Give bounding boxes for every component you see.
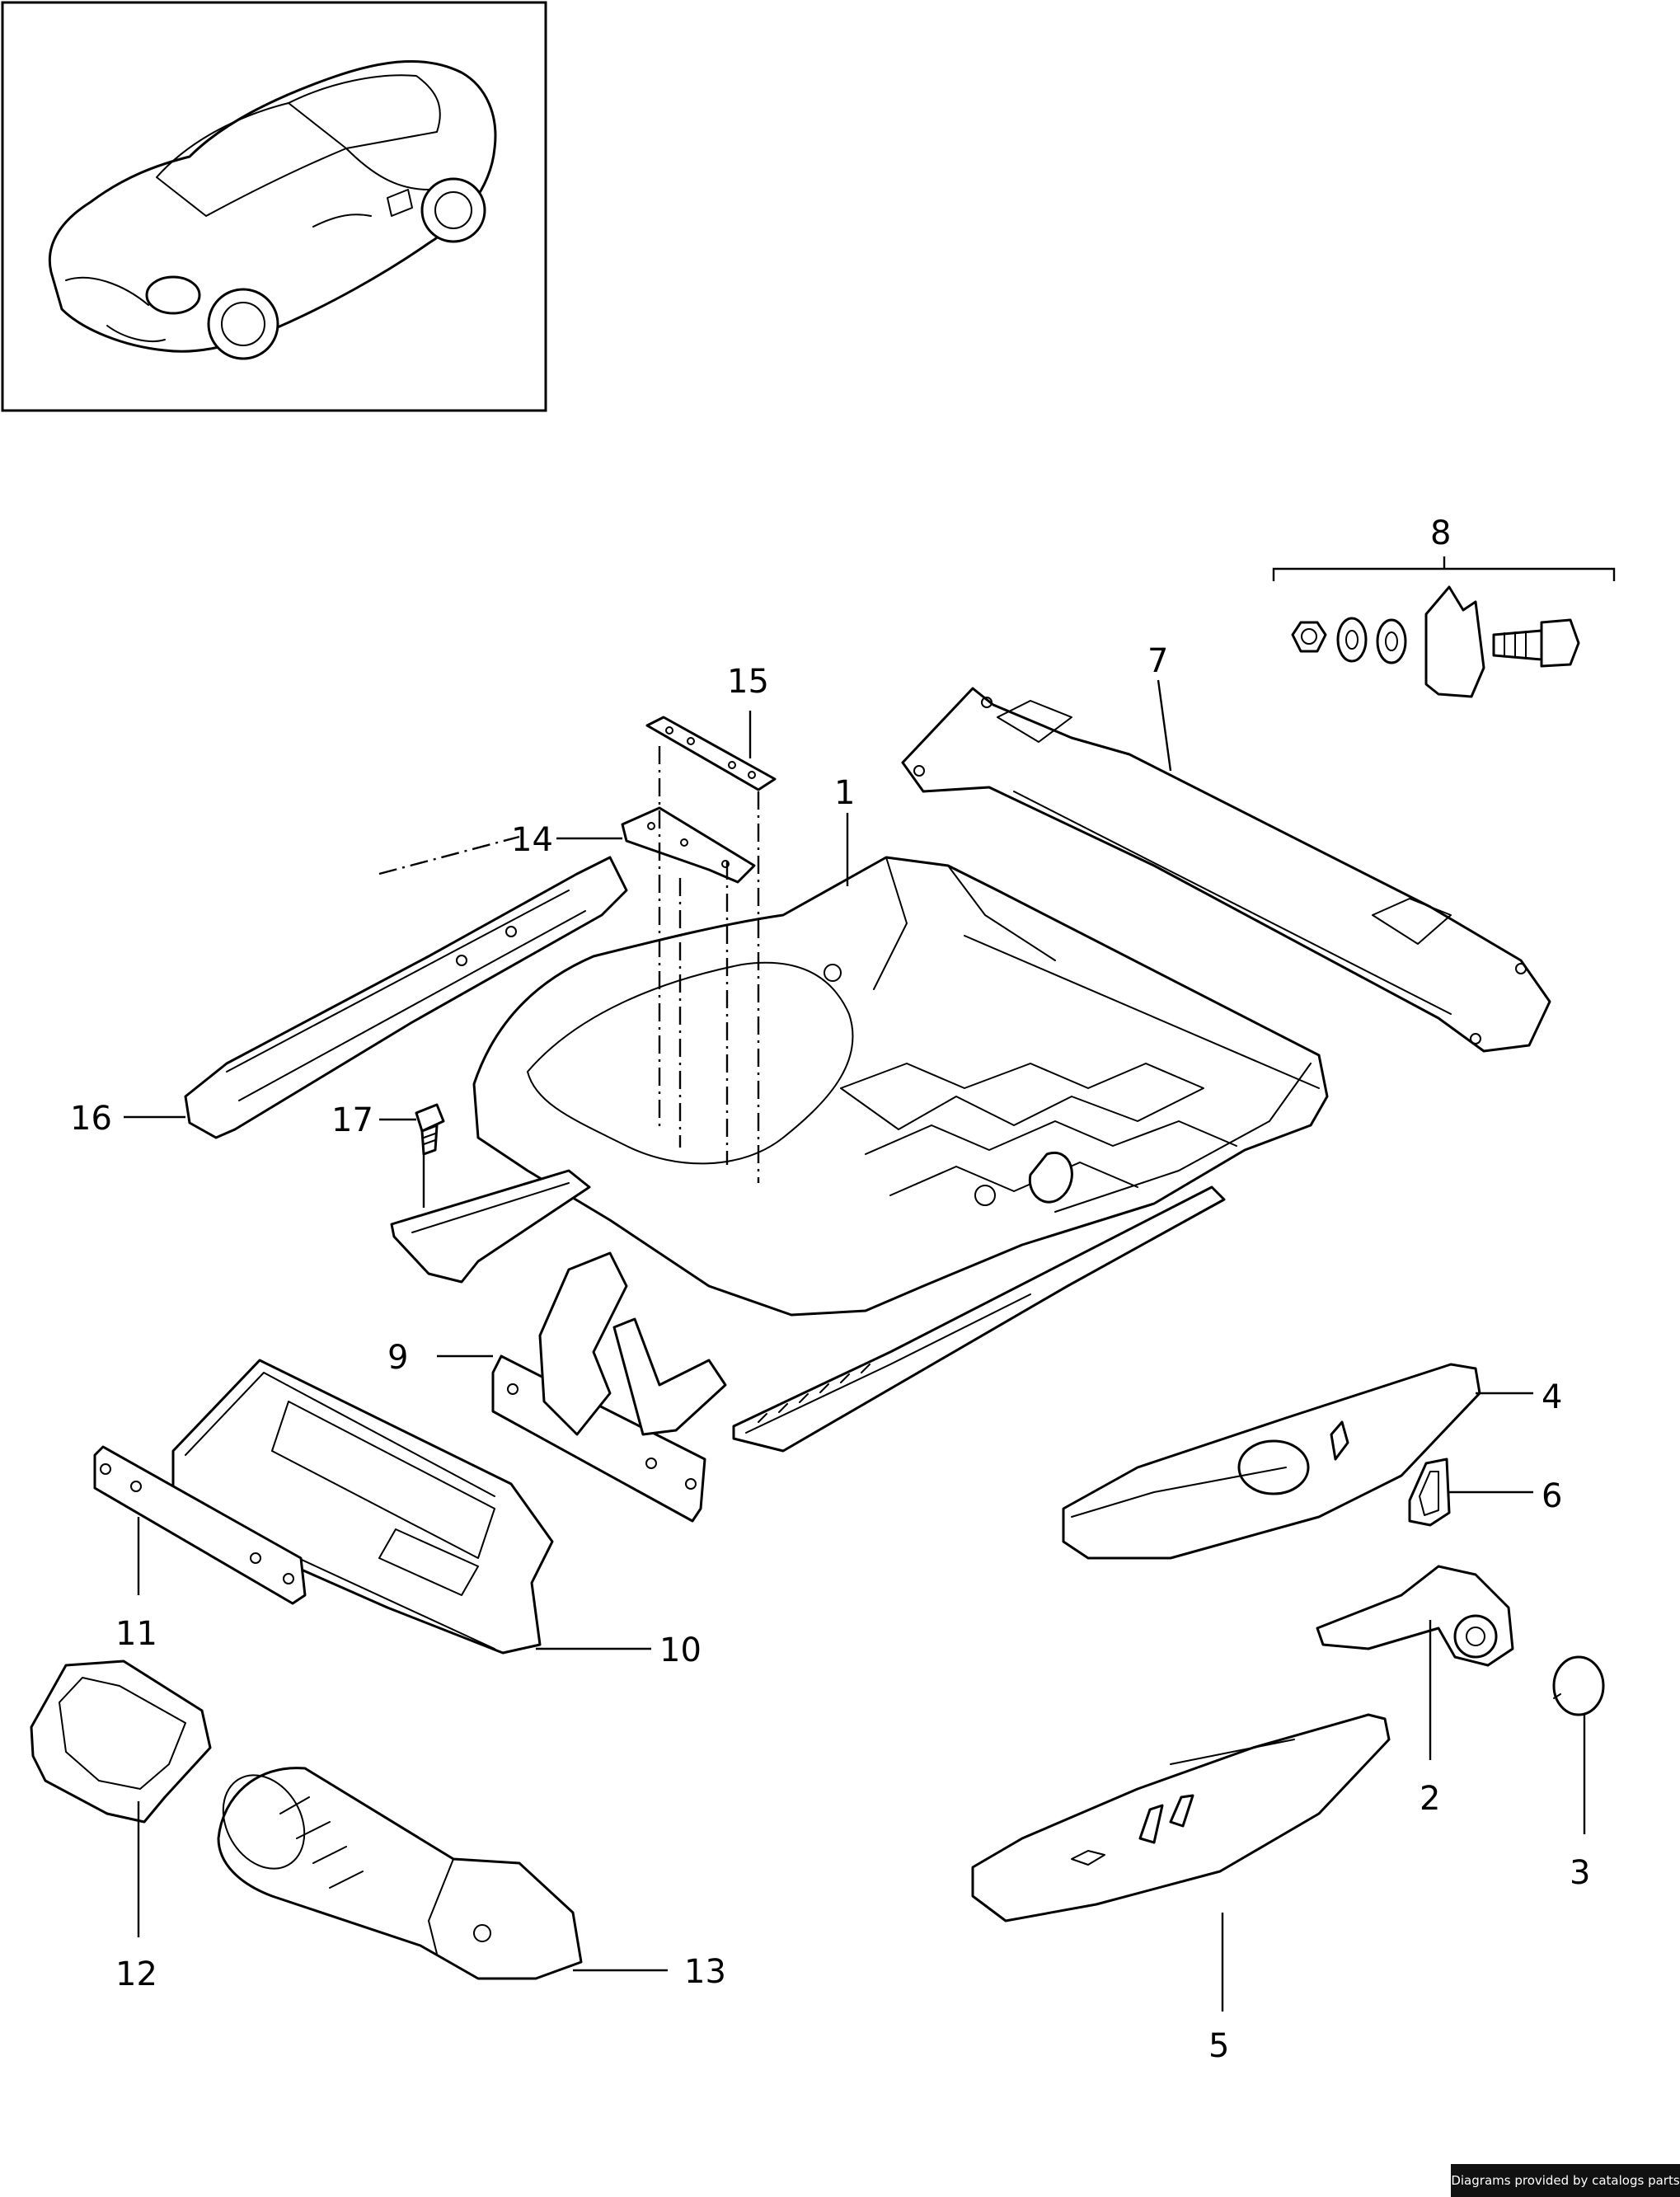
- seat-frame: [472, 856, 1329, 1317]
- bezel: [1408, 1458, 1451, 1527]
- upper-mounting-plate: [645, 716, 777, 791]
- mounting-strip: [93, 1445, 307, 1605]
- callout-16: 16: [70, 1100, 112, 1138]
- left-slide-rail: [390, 1169, 591, 1284]
- washer-1: [1336, 617, 1368, 663]
- callout-17: 17: [331, 1101, 373, 1139]
- outer-trim-cover: [1062, 1363, 1481, 1560]
- inner-trim-cover: [971, 1713, 1391, 1922]
- callout-3: 3: [1570, 1854, 1590, 1892]
- callout-8: 8: [1430, 514, 1451, 552]
- callout-5: 5: [1208, 2027, 1229, 2065]
- callout-15: 15: [727, 663, 769, 701]
- callout-12: 12: [115, 1955, 157, 1993]
- bolt: [1492, 618, 1580, 668]
- cross-tube: [901, 687, 1551, 1053]
- callout-10: 10: [659, 1631, 702, 1669]
- callout-6: 6: [1542, 1477, 1562, 1515]
- nut: [1291, 621, 1327, 653]
- front-bracket: [491, 1251, 727, 1523]
- leader-lines: [124, 679, 1586, 2012]
- callout-14: 14: [511, 821, 553, 859]
- callout-7: 7: [1147, 642, 1168, 680]
- side-rail: [184, 856, 628, 1139]
- cap: [1552, 1655, 1605, 1716]
- lower-mounting-plate: [621, 806, 756, 884]
- callout-4: 4: [1542, 1378, 1562, 1416]
- car-illustration: [48, 59, 497, 360]
- vehicle-thumbnail: [1, 1, 547, 412]
- attribution-footer: Diagrams provided by catalogs parts: [1451, 2164, 1680, 2197]
- callout-2: 2: [1420, 1780, 1440, 1818]
- hardware-set: [1272, 556, 1616, 698]
- screw: [415, 1103, 445, 1156]
- assembly-lines: [378, 746, 760, 1183]
- callout-1: 1: [834, 774, 855, 812]
- adjuster-handle: [1316, 1565, 1514, 1667]
- callout-11: 11: [115, 1615, 157, 1653]
- washer-2: [1376, 618, 1407, 664]
- gear-tube: [217, 1767, 583, 1980]
- clamp-ring: [30, 1659, 212, 1824]
- callout-labels: 1 2 3 4 5 6 7 8 9 10 11 12 13 14 15 16 1…: [70, 514, 1590, 2065]
- bracket-plate: [1424, 585, 1485, 698]
- callout-9: 9: [387, 1339, 408, 1377]
- callout-13: 13: [684, 1953, 726, 1991]
- slide-rail: [732, 1185, 1226, 1453]
